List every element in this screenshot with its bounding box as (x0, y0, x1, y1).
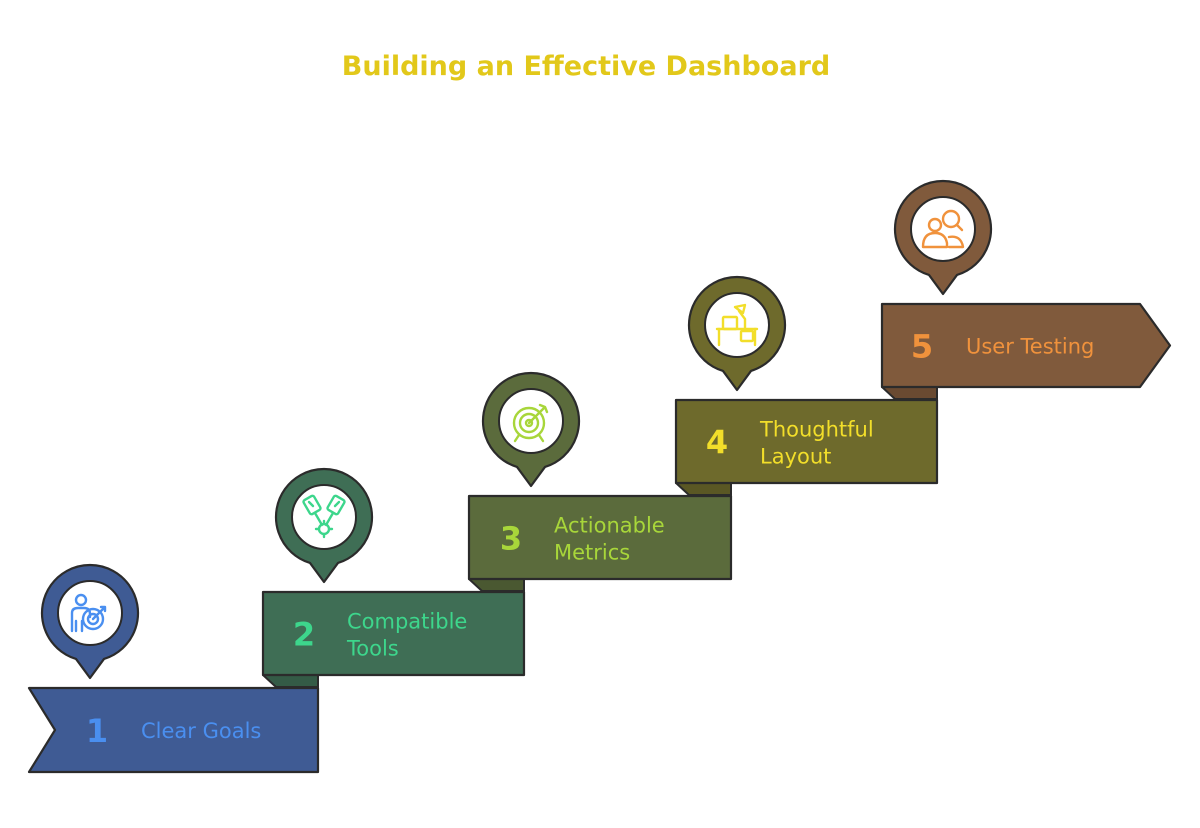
step-icon-disc-2 (291, 484, 357, 550)
step-label-3-line-1: Actionable (554, 514, 665, 538)
step-banner-1 (27, 686, 320, 774)
step-5: 5 User Testing (880, 179, 1172, 400)
step-1: 1 Clear Goals (27, 563, 320, 774)
step-connector-4 (675, 482, 732, 496)
step-banner-2 (261, 590, 526, 677)
connected-tools-icon (302, 494, 346, 539)
step-label-4-line-1: Thoughtful (759, 418, 874, 442)
person-target-icon (70, 593, 107, 633)
step-label-2-line-2: Tools (346, 637, 399, 661)
step-number-3: 3 (500, 520, 522, 558)
step-number-1: 1 (86, 712, 108, 750)
diagram-title: Building an Effective Dashboard (342, 51, 830, 82)
target-arrow-icon (512, 403, 549, 443)
step-connector-3 (468, 578, 525, 592)
step-banner-4 (674, 398, 939, 485)
step-number-4: 4 (706, 424, 728, 462)
desk-lamp-icon (715, 303, 759, 347)
step-label-1-line-1: Clear Goals (141, 719, 261, 743)
user-search-icon (921, 209, 965, 249)
step-number-5: 5 (911, 328, 933, 366)
step-banner-3 (467, 494, 733, 581)
step-label-4-line-2: Layout (760, 445, 831, 469)
step-connector-5 (881, 386, 938, 400)
step-label-5-line-1: User Testing (966, 335, 1094, 359)
step-banner-5 (880, 302, 1172, 389)
step-number-2: 2 (293, 616, 315, 654)
step-icon-disc-5 (910, 196, 976, 262)
step-label-2-line-1: Compatible (347, 610, 467, 634)
step-connector-2 (262, 674, 319, 688)
step-label-3-line-2: Metrics (554, 541, 630, 565)
